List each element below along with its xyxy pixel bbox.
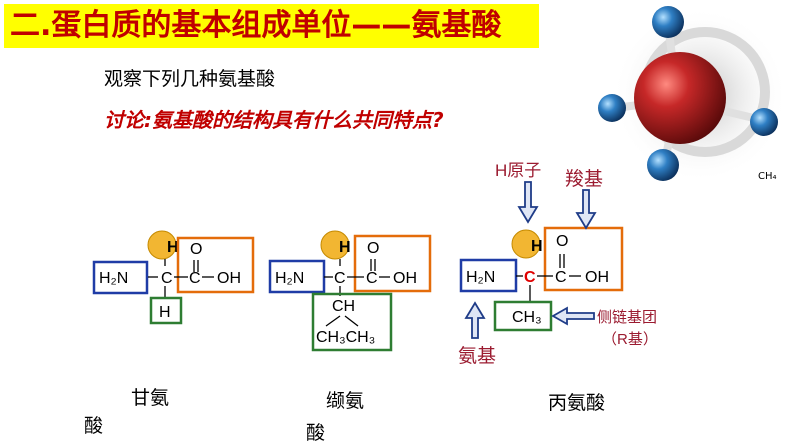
h-atom-highlight — [320, 230, 350, 260]
h-top-label: H — [531, 238, 543, 255]
branch-left — [325, 315, 341, 327]
hydroxyl-label: OH — [393, 270, 417, 287]
side-chain-bottom: CH₃CH₃ — [316, 329, 375, 346]
h-atom-arrow — [517, 181, 539, 224]
carboxyl-carbon: C — [366, 270, 378, 287]
side-chain-arrow — [551, 306, 595, 326]
branch-right — [344, 315, 359, 327]
side-chain-label: H — [159, 304, 171, 321]
amino-arrow — [464, 301, 486, 339]
title-banner — [4, 4, 539, 48]
carboxyl-box — [176, 236, 255, 294]
side-chain-box — [149, 296, 183, 325]
h-top-label: H — [339, 239, 351, 256]
h-top-label: H — [167, 239, 179, 256]
glycine-name-line2: 酸 — [84, 415, 104, 437]
discussion-question: 讨论:氨基酸的结构具有什么共同特点? — [104, 104, 444, 133]
structures-diagram: H O H₂N C C OH H H O H₂N C C OH C — [92, 161, 658, 367]
oxygen-label: O — [556, 233, 568, 250]
carboxyl-annotation: 羧基 — [565, 168, 603, 190]
h-atom-annotation: H原子 — [495, 161, 541, 180]
alpha-carbon: C — [524, 269, 536, 286]
hydrogen-atom-bottom — [647, 149, 679, 181]
valine-structure: H O H₂N C C OH CH CH₃CH₃ — [268, 230, 432, 352]
amino-label: H₂N — [275, 270, 304, 287]
hydrogen-atom-right — [750, 108, 778, 136]
alanine-structure: H O H₂N C C OH CH₃ H原子 羧基 氨基 侧链基团 （R基） — [458, 161, 658, 367]
ch4-molecule-model — [598, 6, 788, 183]
discussion-lead: 讨论: — [104, 108, 152, 132]
hydroxyl-label: OH — [217, 270, 241, 287]
glycine-name-line1: 甘氨 — [131, 387, 170, 409]
side-chain-top: CH — [332, 298, 355, 315]
amino-label: H₂N — [99, 270, 128, 287]
oxygen-label: O — [190, 241, 202, 258]
side-chain-label: CH₃ — [512, 309, 542, 326]
amino-annotation: 氨基 — [458, 345, 496, 367]
carboxyl-arrow — [575, 189, 597, 230]
valine-name-line2: 酸 — [306, 422, 326, 444]
amino-label: H₂N — [466, 269, 495, 286]
alpha-carbon: C — [334, 270, 346, 287]
side-chain-box — [311, 292, 393, 352]
side-chain-box — [493, 300, 553, 332]
amino-box — [92, 260, 149, 295]
carboxyl-box — [543, 226, 624, 292]
hydrogen-atom-left — [598, 94, 626, 122]
side-chain-annotation: 侧链基团 — [597, 309, 657, 326]
glycine-structure: H O H₂N C C OH H — [92, 230, 255, 325]
hydroxyl-label: OH — [585, 269, 609, 286]
alpha-carbon: C — [161, 270, 173, 287]
observe-instruction: 观察下列几种氨基酸 — [104, 68, 276, 90]
carbon-atom — [634, 52, 726, 144]
carboxyl-box — [353, 234, 432, 293]
page-title: 二.蛋白质的基本组成单位——氨基酸 — [10, 8, 502, 43]
molecule-label: CH₄ — [758, 171, 777, 182]
discussion-text: 氨基酸的结构具有什么共同特点? — [152, 108, 444, 132]
carboxyl-carbon: C — [189, 270, 201, 287]
oxygen-label: O — [367, 240, 379, 257]
hydrogen-atom-top — [652, 6, 684, 38]
valine-name-line1: 缬氨 — [326, 390, 365, 412]
h-atom-highlight — [511, 229, 541, 259]
r-group-annotation: （R基） — [602, 331, 658, 348]
carboxyl-carbon: C — [555, 269, 567, 286]
alanine-name: 丙氨酸 — [548, 392, 606, 414]
h-atom-highlight — [147, 230, 177, 260]
